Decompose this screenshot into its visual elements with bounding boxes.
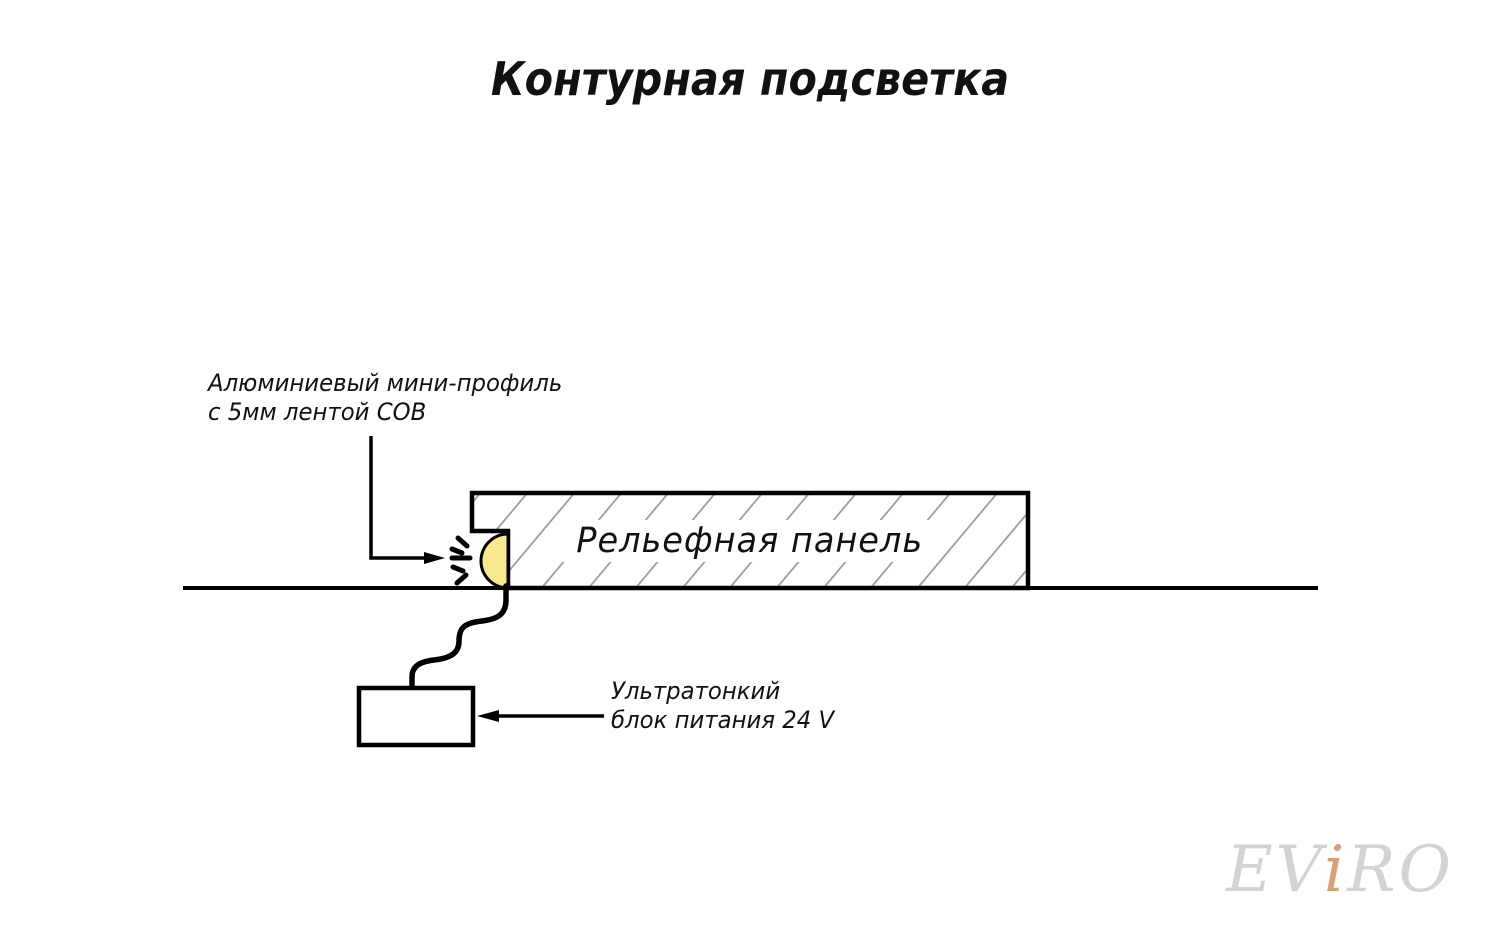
profile-callout: Алюминиевый мини-профиль с 5мм лентой CO…	[208, 369, 562, 427]
psu-callout-line1: Ультратонкий	[611, 677, 781, 705]
psu-callout-line2: блок питания 24 V	[611, 706, 835, 734]
profile-leader-line	[369, 436, 424, 560]
psu-leader-arrowhead-icon	[477, 710, 499, 722]
led-lens-icon	[479, 532, 510, 590]
power-supply-box	[356, 685, 476, 748]
brand-watermark: EViRO	[1226, 833, 1454, 907]
profile-callout-line2: с 5мм лентой COB	[208, 398, 427, 426]
panel-label-container: Рельефная панель	[472, 520, 1028, 562]
profile-leader-arrowhead-icon	[424, 552, 445, 564]
page-title: Контурная подсветка	[490, 52, 1010, 106]
panel-label: Рельефная панель	[563, 520, 937, 562]
profile-callout-line1: Алюминиевый мини-профиль	[208, 369, 563, 397]
watermark-part-i: i	[1323, 833, 1348, 907]
psu-callout: Ультратонкий блок питания 24 V	[611, 677, 834, 735]
power-wire	[409, 583, 509, 691]
light-rays-icon	[449, 535, 473, 586]
watermark-part-ev: EV	[1226, 833, 1324, 907]
watermark-part-ro: RO	[1347, 833, 1454, 907]
